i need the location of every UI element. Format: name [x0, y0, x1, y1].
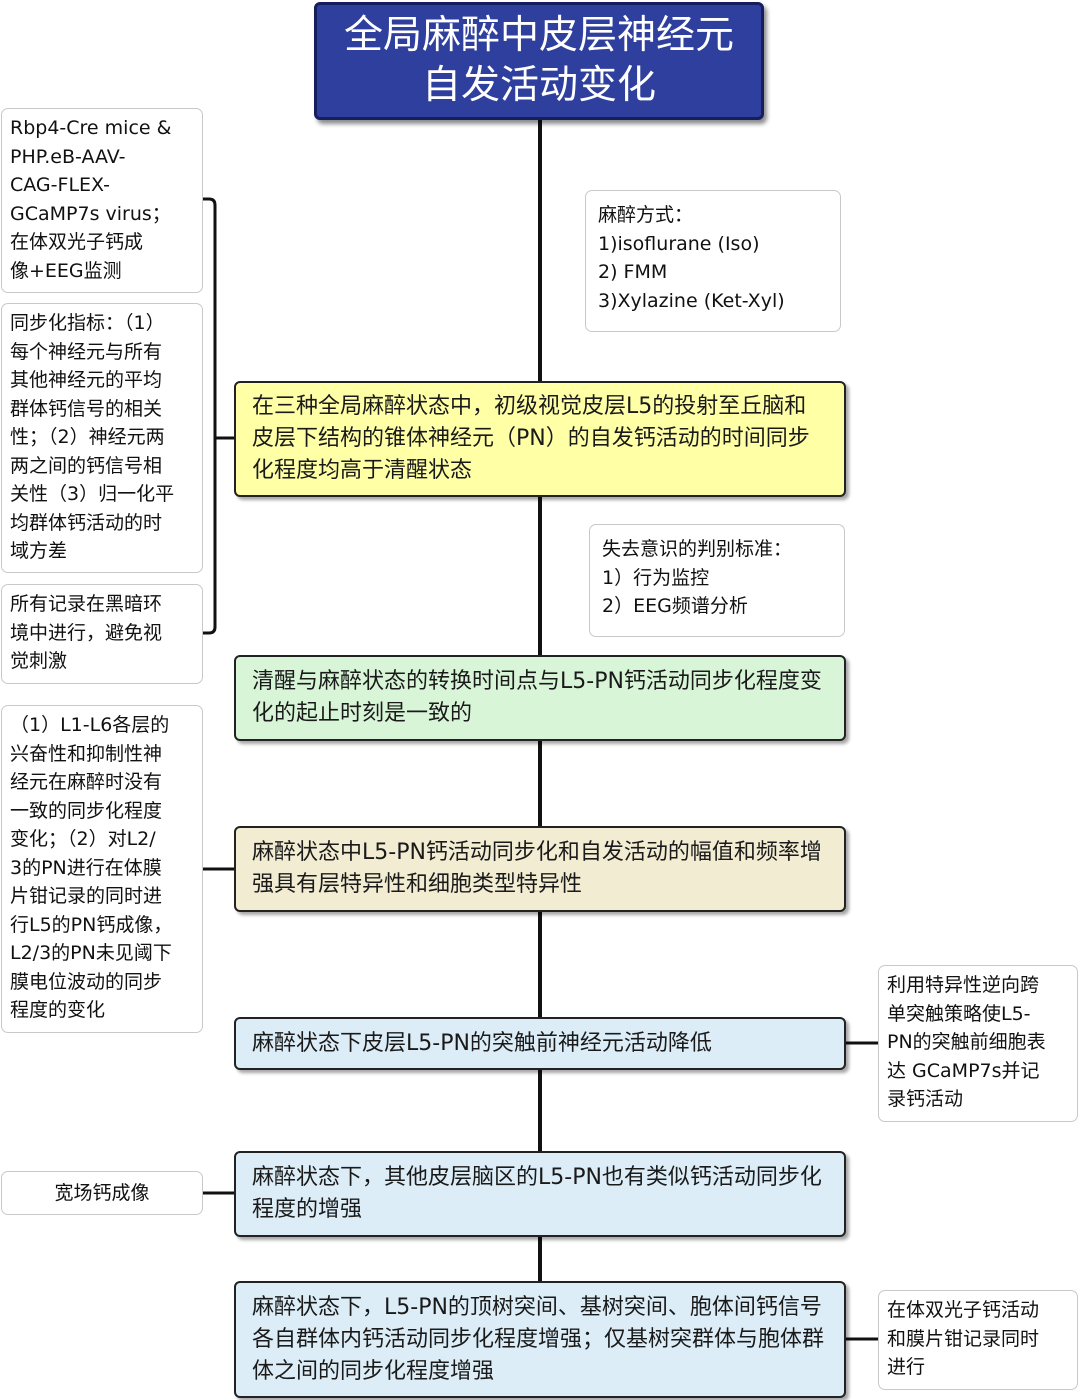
note-layer-specificity: （1）L1-L6各层的 兴奋性和抑制性神 经元在麻醉时没有 一致的同步化程度 变…	[1, 705, 203, 1033]
main-node-4: 麻醉状态下皮层L5-PN的突触前神经元活动降低	[234, 1017, 846, 1070]
note-sync-index: 同步化指标：（1） 每个神经元与所有 其他神经元的平均 群体钙信号的相关 性；（…	[1, 303, 203, 573]
note-dark-environment: 所有记录在黑暗环 境中进行，避免视 觉刺激	[1, 584, 203, 684]
main-node-6-text: 麻醉状态下，L5-PN的顶树突间、基树突间、胞体间钙信号各自群体内钙活动同步化程…	[252, 1294, 825, 1384]
main-node-1: 在三种全局麻醉状态中，初级视觉皮层L5的投射至丘脑和皮层下结构的锥体神经元（PN…	[234, 381, 846, 497]
main-node-1-text: 在三种全局麻醉状态中，初级视觉皮层L5的投射至丘脑和皮层下结构的锥体神经元（PN…	[252, 394, 810, 483]
main-node-2-text: 清醒与麻醉状态的转换时间点与L5-PN钙活动同步化程度变化的起止时刻是一致的	[252, 669, 822, 726]
main-node-6: 麻醉状态下，L5-PN的顶树突间、基树突间、胞体间钙信号各自群体内钙活动同步化程…	[234, 1281, 846, 1398]
diagram-title-text: 全局麻醉中皮层神经元 自发活动变化	[343, 13, 734, 108]
note-widefield: 宽场钙成像	[1, 1171, 203, 1215]
main-node-3-text: 麻醉状态中L5-PN钙活动同步化和自发活动的幅值和频率增强具有层特异性和细胞类型…	[252, 840, 822, 897]
left-bracket	[203, 197, 217, 635]
diagram-title: 全局麻醉中皮层神经元 自发活动变化	[314, 2, 764, 120]
note-methods: Rbp4-Cre mice & PHP.eB-AAV- CAG-FLEX- GC…	[1, 108, 203, 293]
note-patch-clamp: 在体双光子钙活动 和膜片钳记录同时 进行	[878, 1290, 1078, 1390]
main-node-2: 清醒与麻醉状态的转换时间点与L5-PN钙活动同步化程度变化的起止时刻是一致的	[234, 655, 846, 741]
note-consciousness-criteria: 失去意识的判别标准： 1）行为监控 2）EEG频谱分析	[589, 524, 845, 637]
main-node-4-text: 麻醉状态下皮层L5-PN的突触前神经元活动降低	[252, 1030, 712, 1056]
main-node-5: 麻醉状态下，其他皮层脑区的L5-PN也有类似钙活动同步化程度的增强	[234, 1151, 846, 1237]
note-anesthesia-methods: 麻醉方式： 1)isoflurane (Iso) 2) FMM 3)Xylazi…	[585, 190, 841, 332]
note-retrograde-strategy: 利用特异性逆向跨 单突触策略使L5- PN的突触前细胞表 达 GCaMP7s并记…	[878, 965, 1078, 1122]
main-node-5-text: 麻醉状态下，其他皮层脑区的L5-PN也有类似钙活动同步化程度的增强	[252, 1165, 822, 1222]
main-node-3: 麻醉状态中L5-PN钙活动同步化和自发活动的幅值和频率增强具有层特异性和细胞类型…	[234, 826, 846, 912]
